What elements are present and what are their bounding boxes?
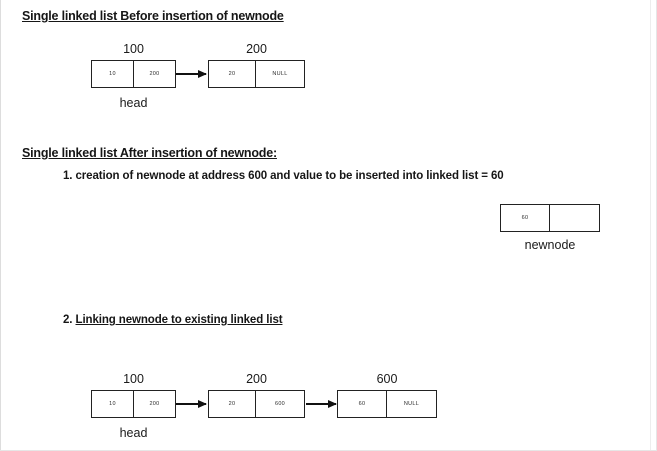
node-after-2: 20 600 (208, 390, 305, 418)
node-after-3-data: 60 (338, 391, 388, 417)
address-label-before-node-1: 100 (123, 42, 144, 56)
node-before-1-data: 10 (92, 61, 134, 87)
step-1-text: creation of newnode at address 600 and v… (75, 170, 504, 182)
page-left-edge (0, 0, 1, 450)
node-after-2-next: 600 (256, 391, 304, 417)
node-before-1: 10 200 (91, 60, 176, 88)
head-label-before: head (119, 96, 148, 110)
address-label-after-node-3: 600 (376, 372, 398, 386)
node-after-1-next: 200 (134, 391, 175, 417)
arrow-before-1-to-2 (176, 69, 207, 78)
address-label-after-node-2: 200 (246, 372, 267, 386)
node-before-2: 20 NULL (208, 60, 305, 88)
node-newnode-next (550, 205, 599, 231)
node-after-3-next: NULL (387, 391, 436, 417)
arrow-after-1-to-2 (176, 399, 207, 408)
heading-after-insertion: Single linked list After insertion of ne… (22, 146, 277, 160)
node-newnode-data: 60 (501, 205, 551, 231)
node-before-2-data: 20 (209, 61, 257, 87)
node-before-2-next: NULL (256, 61, 304, 87)
address-label-after-node-1: 100 (123, 372, 144, 386)
step-2-text: Linking newnode to existing linked list (75, 314, 283, 326)
heading-before-insertion: Single linked list Before insertion of n… (22, 9, 284, 23)
node-after-1: 10 200 (91, 390, 176, 418)
step-1-line: 1. creation of newnode at address 600 an… (63, 170, 504, 182)
node-after-1-data: 10 (92, 391, 134, 417)
step-1-number: 1. (63, 170, 73, 182)
step-2-number: 2. (63, 314, 73, 326)
node-after-3: 60 NULL (337, 390, 437, 418)
step-2-line: 2. Linking newnode to existing linked li… (63, 314, 283, 326)
node-after-2-data: 20 (209, 391, 257, 417)
newnode-label: newnode (524, 238, 576, 252)
address-label-before-node-2: 200 (246, 42, 267, 56)
head-label-after: head (119, 426, 148, 440)
node-newnode: 60 (500, 204, 600, 232)
page-right-edge (650, 0, 651, 450)
node-before-1-next: 200 (134, 61, 175, 87)
arrow-after-2-to-3 (306, 399, 337, 408)
